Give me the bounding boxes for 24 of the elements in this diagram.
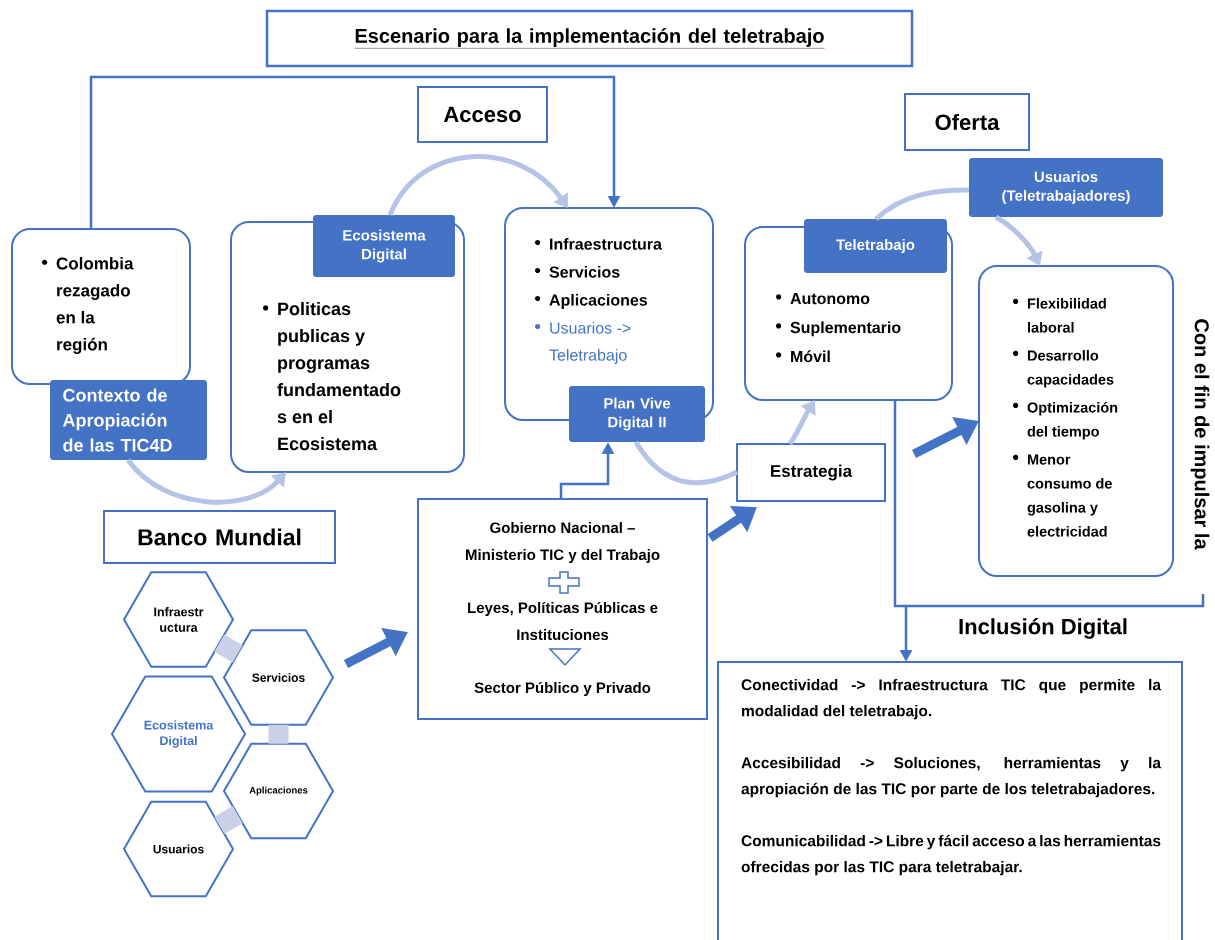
title-box: Escenario para la implementación del teletrabajo	[265, 9, 914, 68]
band-connector	[214, 634, 243, 663]
band-connector	[214, 806, 243, 834]
band-connector	[268, 724, 289, 744]
heading-box: Estrategia	[736, 443, 886, 502]
tab-label: Ecosistema Digital	[313, 215, 455, 277]
heading-box: Acceso	[417, 86, 548, 143]
arrow	[387, 154, 568, 217]
heading-box: Oferta	[904, 93, 1030, 151]
arrow	[89, 75, 621, 229]
tab-label: Teletrabajo	[804, 219, 947, 273]
info-box: Inclusión Digital Conectividad -> Infraestructura TIC que permite la modalidad del teletrabajo. Accesibilidad -> Soluciones, herramientas y la apropiación de las TIC por parte de los teletrabajadores. Comunicabilidad -> Libre y fácil acceso a las herramientas ofrecidas por las TIC para teletrabajar.	[717, 618, 1183, 940]
arrow	[126, 458, 286, 505]
tab-label: Plan Vive Digital II	[569, 386, 705, 442]
arrow	[787, 400, 816, 446]
text-box: Gobierno Nacional – Ministerio TIC y del Trabajo Leyes, Políticas Públicas e Instituciones Sector Público y Privado	[417, 498, 708, 720]
tab-label: Contexto de Apropiación de las TIC4D	[50, 380, 207, 460]
tab-label: Usuarios (Teletrabajadores)	[969, 158, 1163, 217]
connector-line	[633, 440, 739, 486]
heading-box: Banco Mundial	[103, 510, 336, 564]
node-label: Inclusión Digital	[959, 618, 1127, 639]
rounded-box: Colombia rezagado en la región	[11, 228, 191, 385]
rounded-box: Flexibilidad laboral Desarrollo capacidades Optimización del tiempo Menor consumo de gasolina y electricidad	[978, 265, 1174, 577]
connector-line	[874, 187, 970, 221]
